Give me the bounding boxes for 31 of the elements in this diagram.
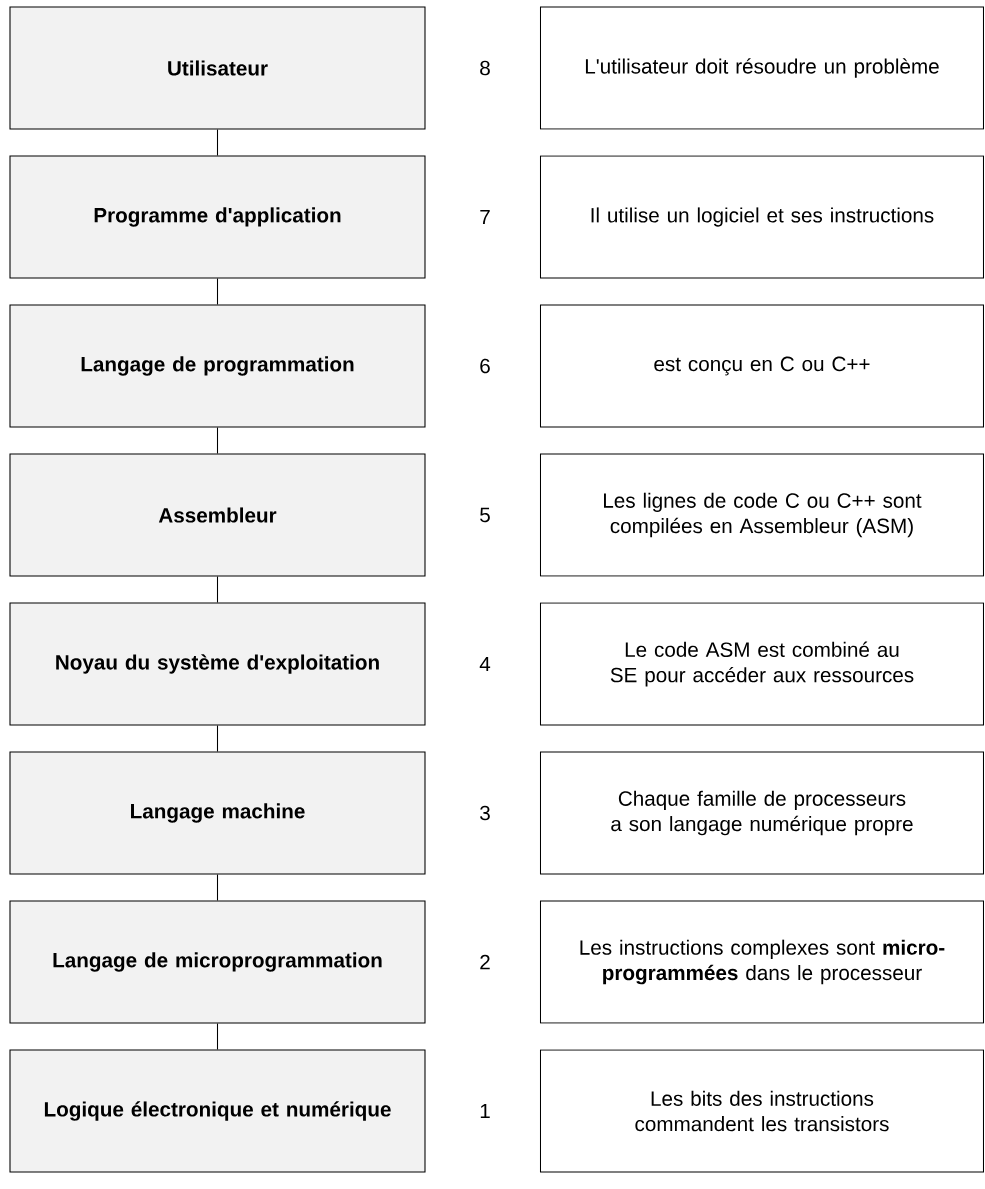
- level-number: 3: [480, 805, 490, 821]
- layer-box: Logique électronique et numérique: [9, 1049, 426, 1173]
- level-number: 4: [479, 656, 491, 672]
- description-box: Les bits des instructions commandent les transistors: [539, 1049, 985, 1173]
- description-box: Il utilise un logiciel et ses instructions: [539, 155, 985, 279]
- layer-box: Langage machine: [9, 751, 426, 875]
- level-number: 5: [480, 507, 490, 523]
- description-box: Chaque famille de processeurs a son langage numérique propre: [539, 751, 985, 875]
- layer-box: Langage de microprogrammation: [9, 900, 426, 1024]
- connector-line: [216, 576, 219, 603]
- layer-box: Assembleur: [9, 453, 426, 577]
- level-number: 8: [480, 60, 490, 76]
- connector-line: [216, 874, 219, 901]
- connector-line: [216, 1023, 219, 1050]
- level-number: 6: [480, 358, 490, 374]
- description-box: L'utilisateur doit résoudre un problème: [539, 6, 985, 130]
- description-box: Les lignes de code C ou C++ sont compilées en Assembleur (ASM): [539, 453, 985, 577]
- level-number: 7: [480, 209, 490, 225]
- layer-box: Noyau du système d'exploitation: [9, 602, 426, 726]
- connector-line: [216, 129, 219, 156]
- connector-line: [216, 427, 219, 454]
- description-box: est conçu en C ou C++: [539, 304, 985, 428]
- layer-box: Programme d'application: [9, 155, 426, 279]
- description-box: Les instructions complexes sont micro-programmées dans le processeur: [539, 900, 985, 1024]
- layer-box: Utilisateur: [9, 6, 426, 130]
- connector-line: [216, 278, 219, 305]
- layer-box: Langage de programmation: [9, 304, 426, 428]
- level-number: 2: [480, 954, 490, 970]
- connector-line: [216, 725, 219, 752]
- level-number: 1: [480, 1103, 490, 1119]
- description-box: Le code ASM est combiné au SE pour accéder aux ressources: [539, 602, 985, 726]
